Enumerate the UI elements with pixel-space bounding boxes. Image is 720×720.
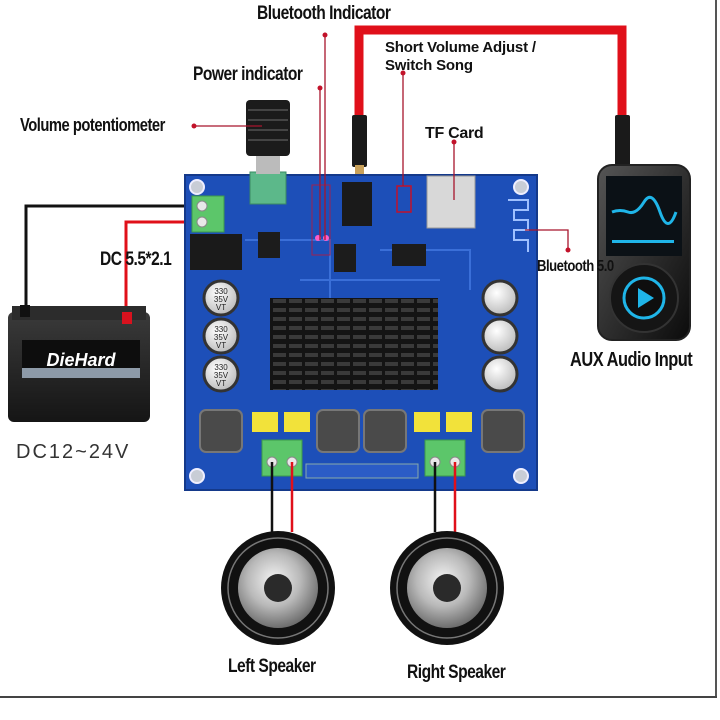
label-aux-audio-input: AUX Audio Input (570, 349, 693, 371)
speaker-wires (270, 462, 457, 532)
ic-chip (334, 244, 356, 272)
aux-plug-phone (615, 115, 630, 167)
label-bluetooth-indicator: Bluetooth Indicator (257, 3, 391, 24)
label-volume-potentiometer: Volume potentiometer (20, 115, 165, 135)
label-power-indicator: Power indicator (193, 64, 303, 85)
tf-card-slot (426, 175, 476, 229)
leader-lines (196, 35, 569, 248)
cap-text: 35V (214, 333, 229, 342)
cap-text: 330 (214, 287, 228, 296)
aux-jack (342, 182, 372, 226)
cap-text: 35V (214, 295, 229, 304)
output-terminal-left (261, 439, 303, 477)
battery: DieHard (8, 305, 150, 422)
indicator-leds (311, 184, 331, 256)
aux-plug-board (352, 115, 367, 167)
inductors (199, 409, 525, 453)
capacitors: 330 35V VT 330 35V VT 330 35V VT (202, 279, 519, 393)
cap-text: VT (216, 341, 226, 350)
leader-dots (191, 32, 571, 253)
battery-brand: DieHard (46, 350, 116, 370)
right-speaker (390, 531, 504, 645)
regulator-chip (258, 232, 280, 258)
film-capacitors (252, 412, 472, 432)
output-terminal-right (424, 439, 466, 477)
aux-cable (352, 25, 630, 185)
label-tf-card: TF Card (425, 125, 484, 142)
label-battery-voltage: DC12~24V (16, 441, 131, 463)
pin-header (305, 463, 419, 479)
dc-jack (190, 234, 242, 270)
label-switch-song: Switch Song (385, 57, 473, 74)
cap-text: VT (216, 379, 226, 388)
cap-text: 330 (214, 325, 228, 334)
bt-chip (392, 244, 426, 266)
frame-bottom-border (0, 696, 717, 698)
amplifier-board: 330 35V VT 330 35V VT 330 35V VT (184, 100, 538, 491)
switch-header (396, 185, 412, 213)
cap-text: 35V (214, 371, 229, 380)
battery-wires (24, 204, 200, 318)
cap-text: 330 (214, 363, 228, 372)
bluetooth-antenna (508, 199, 529, 252)
play-icon (638, 288, 654, 308)
label-left-speaker: Left Speaker (228, 656, 316, 677)
volume-potentiometer (246, 100, 290, 205)
cap-text: VT (216, 303, 226, 312)
frame-right-border (715, 0, 717, 698)
label-right-speaker: Right Speaker (407, 662, 506, 683)
music-player (597, 164, 691, 341)
label-short-volume-adjust: Short Volume Adjust / (385, 39, 536, 56)
label-dc-jack: DC 5.5*2.1 (100, 249, 172, 270)
label-bluetooth-50: Bluetooth 5.0 (537, 258, 614, 275)
heatsink (270, 298, 438, 390)
left-speaker (221, 531, 335, 645)
power-terminal (191, 195, 225, 233)
